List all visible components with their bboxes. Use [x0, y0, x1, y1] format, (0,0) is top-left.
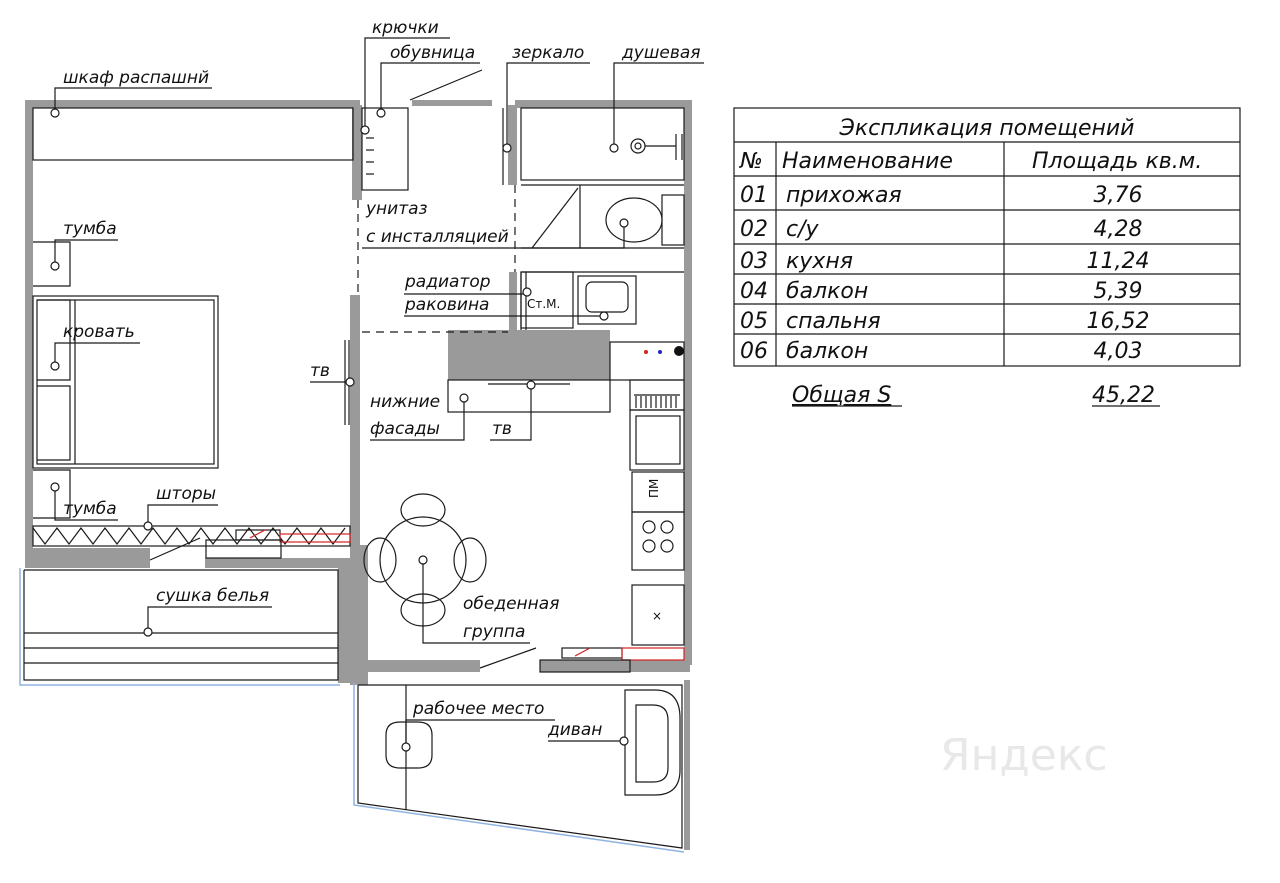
label-curtains: шторы	[156, 484, 216, 504]
wardrobe	[32, 107, 354, 161]
label-tv-kitchen: тв	[492, 419, 512, 439]
hob-knobs	[644, 346, 684, 356]
table-cell-num: 03	[740, 249, 768, 274]
bathroom	[520, 107, 685, 329]
table-cell-name: с/у	[786, 217, 820, 242]
balcony-outlines	[23, 569, 683, 849]
table-cell-name: балкон	[786, 279, 868, 304]
sofa	[624, 689, 681, 796]
doors	[149, 69, 579, 669]
label-lower-facades-2: фасады	[370, 419, 440, 439]
label-nightstand-bottom: тумба	[63, 499, 117, 519]
shoe-cabinet	[361, 107, 409, 191]
table-cell-name: балкон	[786, 339, 868, 364]
label-nightstand-top: тумба	[63, 219, 117, 239]
dashed-boundaries	[357, 185, 516, 333]
table-header-area: Площадь кв.м.	[1032, 149, 1202, 174]
label-mirror: зеркало	[512, 43, 584, 63]
label-sink: раковина	[404, 295, 489, 315]
table-cell-area: 4,03	[1094, 339, 1143, 364]
label-shower: душевая	[621, 43, 701, 63]
table-cell-name: кухня	[786, 249, 853, 274]
table-cell-area: 16,52	[1087, 309, 1150, 334]
label-lower-facades-1: нижние	[370, 392, 440, 412]
label-workspace: рабочее место	[412, 699, 544, 719]
walls	[25, 100, 692, 850]
bed	[32, 295, 219, 469]
window-outlines	[19, 568, 685, 853]
table-title: Экспликация помещений	[839, 116, 1135, 141]
label-drying-rack: сушка белья	[156, 586, 269, 606]
label-dots	[50, 108, 629, 752]
total-label: Общая S	[792, 383, 891, 408]
table-cell-name: прихожая	[786, 183, 902, 208]
label-dishwasher: ПМ	[647, 479, 661, 498]
total-value: 45,22	[1092, 383, 1155, 408]
table-cell-num: 01	[740, 183, 768, 208]
table-header-num: №	[739, 149, 763, 174]
table-cell-num: 05	[740, 309, 768, 334]
bedroom-radiator	[205, 529, 351, 559]
nightstands	[33, 241, 71, 519]
table-cell-area: 5,39	[1094, 279, 1143, 304]
label-wardrobe: шкаф распашнй	[63, 68, 209, 88]
label-shoe-cabinet: обувница	[390, 43, 475, 63]
table-cell-area: 4,28	[1094, 217, 1143, 242]
work-chair	[385, 721, 433, 769]
watermark: Яндекс	[940, 730, 1108, 781]
label-tv-bedroom: тв	[310, 361, 330, 381]
table-header-name: Наименование	[782, 149, 953, 174]
radiator-bathroom	[520, 272, 527, 330]
explication-table	[733, 107, 1241, 367]
table-cell-num: 04	[740, 279, 768, 304]
cabinet-x-mark: ×	[652, 609, 662, 623]
label-dining-1: обеденная	[463, 594, 559, 614]
curtains	[32, 525, 351, 547]
table-cell-area: 11,24	[1087, 249, 1150, 274]
label-hooks: крючки	[372, 18, 439, 38]
label-toilet-2: с инсталляцией	[366, 227, 509, 247]
label-sofa: диван	[547, 720, 602, 740]
label-toilet-1: унитаз	[365, 199, 428, 219]
table-cell-name: спальня	[786, 309, 881, 334]
label-radiator: радиатор	[404, 272, 491, 292]
table-cell-num: 02	[740, 217, 768, 242]
label-dining-2: группа	[463, 622, 525, 642]
label-bed: кровать	[63, 322, 135, 342]
table-cell-num: 06	[740, 339, 768, 364]
leader-lines	[54, 37, 704, 747]
table-cell-area: 3,76	[1094, 183, 1143, 208]
kitchen-radiator	[539, 647, 685, 673]
label-washing-machine: Ст.М.	[527, 297, 560, 311]
